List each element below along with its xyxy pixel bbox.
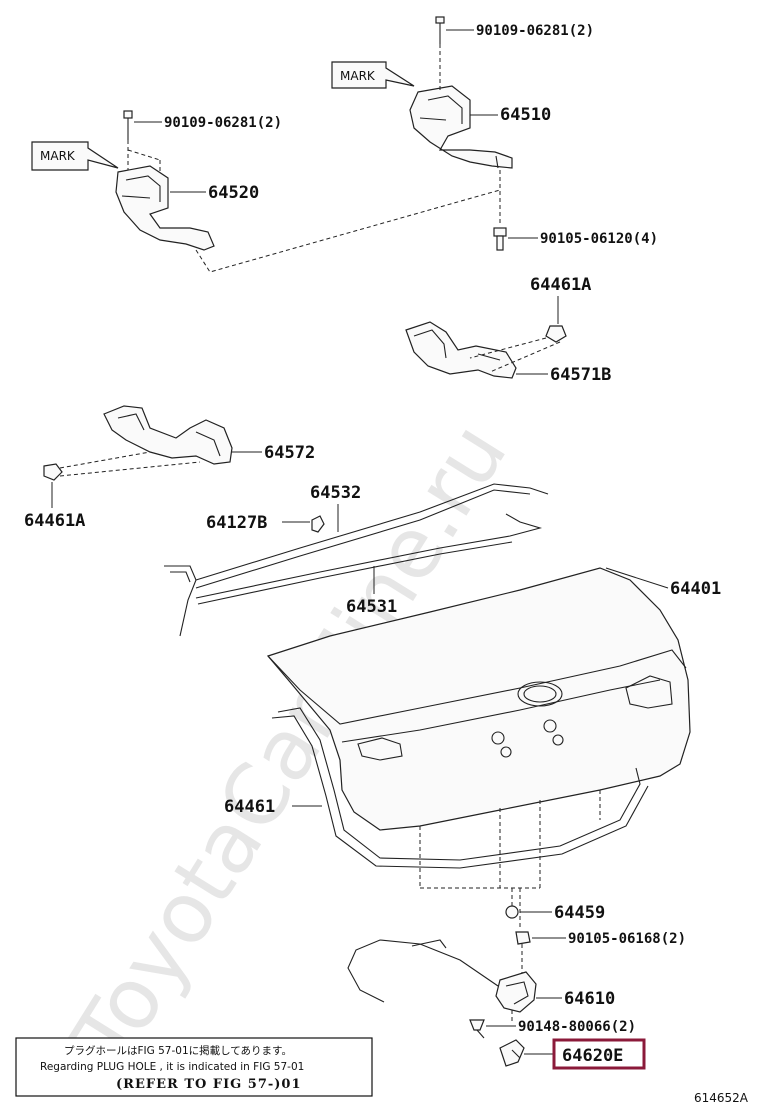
callout-clip-l: 64461A [24, 511, 85, 531]
callout-hinge-r: 64510 [500, 105, 551, 125]
callout-cover: 64620E [562, 1046, 623, 1066]
release-cable [347, 939, 499, 1003]
callout-cushion: 64459 [554, 903, 605, 923]
svg-text:MARK: MARK [40, 149, 76, 163]
highlight-box [552, 1038, 646, 1070]
rod-64532 [195, 483, 549, 589]
rod-64531 [164, 513, 543, 637]
callout-trim-l: 64572 [264, 443, 315, 463]
hinge-64520 [115, 165, 215, 251]
callout-hinge-l: 64520 [208, 183, 259, 203]
trunk-lid-64401 [266, 567, 691, 831]
callout-lock: 64610 [564, 989, 615, 1009]
callout-trim-r: 64571B [550, 365, 611, 385]
clamp-64127b [311, 515, 325, 533]
weatherstrip-64461 [277, 707, 641, 861]
hinge-64510 [409, 85, 513, 169]
trim-64571b [405, 321, 517, 379]
svg-text:MARK: MARK [340, 69, 376, 83]
bolt-90109-top [435, 16, 445, 92]
cover-64620e [499, 1039, 525, 1067]
projection-lines [419, 790, 601, 930]
bolt-90105-hinge [493, 170, 507, 251]
mark-box-left: MARK [31, 141, 119, 171]
callout-clamp: 64127B [206, 513, 267, 533]
clip-64461a-left [43, 451, 201, 481]
callout-screw: 90148-80066(2) [518, 1019, 636, 1035]
note-ref: (REFER TO FIG 57-)01 [116, 1077, 302, 1092]
callout-bolt-hinge: 90105-06120(4) [540, 231, 658, 247]
bolt-90105-lock [515, 931, 531, 976]
callout-weatherstrip: 64461 [224, 797, 275, 817]
note-jp: プラグホールはFIG 57-01に掲載してあります。 [64, 1044, 292, 1057]
hinge-link [195, 189, 501, 273]
callout-rod-2: 64531 [346, 597, 397, 617]
diagram-id: 614652A [694, 1091, 749, 1105]
screw-90148 [469, 1019, 485, 1039]
callout-bolt-top: 90109-06281(2) [476, 23, 594, 39]
callout-lid: 64401 [670, 579, 721, 599]
lock-64610 [495, 971, 537, 1024]
callout-bolt-left: 90109-06281(2) [164, 115, 282, 131]
callout-clip-r: 64461A [530, 275, 591, 295]
note-box: プラグホールはFIG 57-01に掲載してあります。 Regarding PLU… [15, 1037, 373, 1097]
cushion-64459 [505, 905, 519, 919]
callout-rod: 64532 [310, 483, 361, 503]
bolt-90109-left [123, 110, 161, 172]
clip-64461a-right [469, 325, 567, 373]
mark-box-right: MARK [331, 61, 415, 89]
note-en: Regarding PLUG HOLE , it is indicated in… [40, 1061, 304, 1073]
callout-bolt-lock: 90105-06168(2) [568, 931, 686, 947]
trim-64572 [103, 405, 233, 465]
